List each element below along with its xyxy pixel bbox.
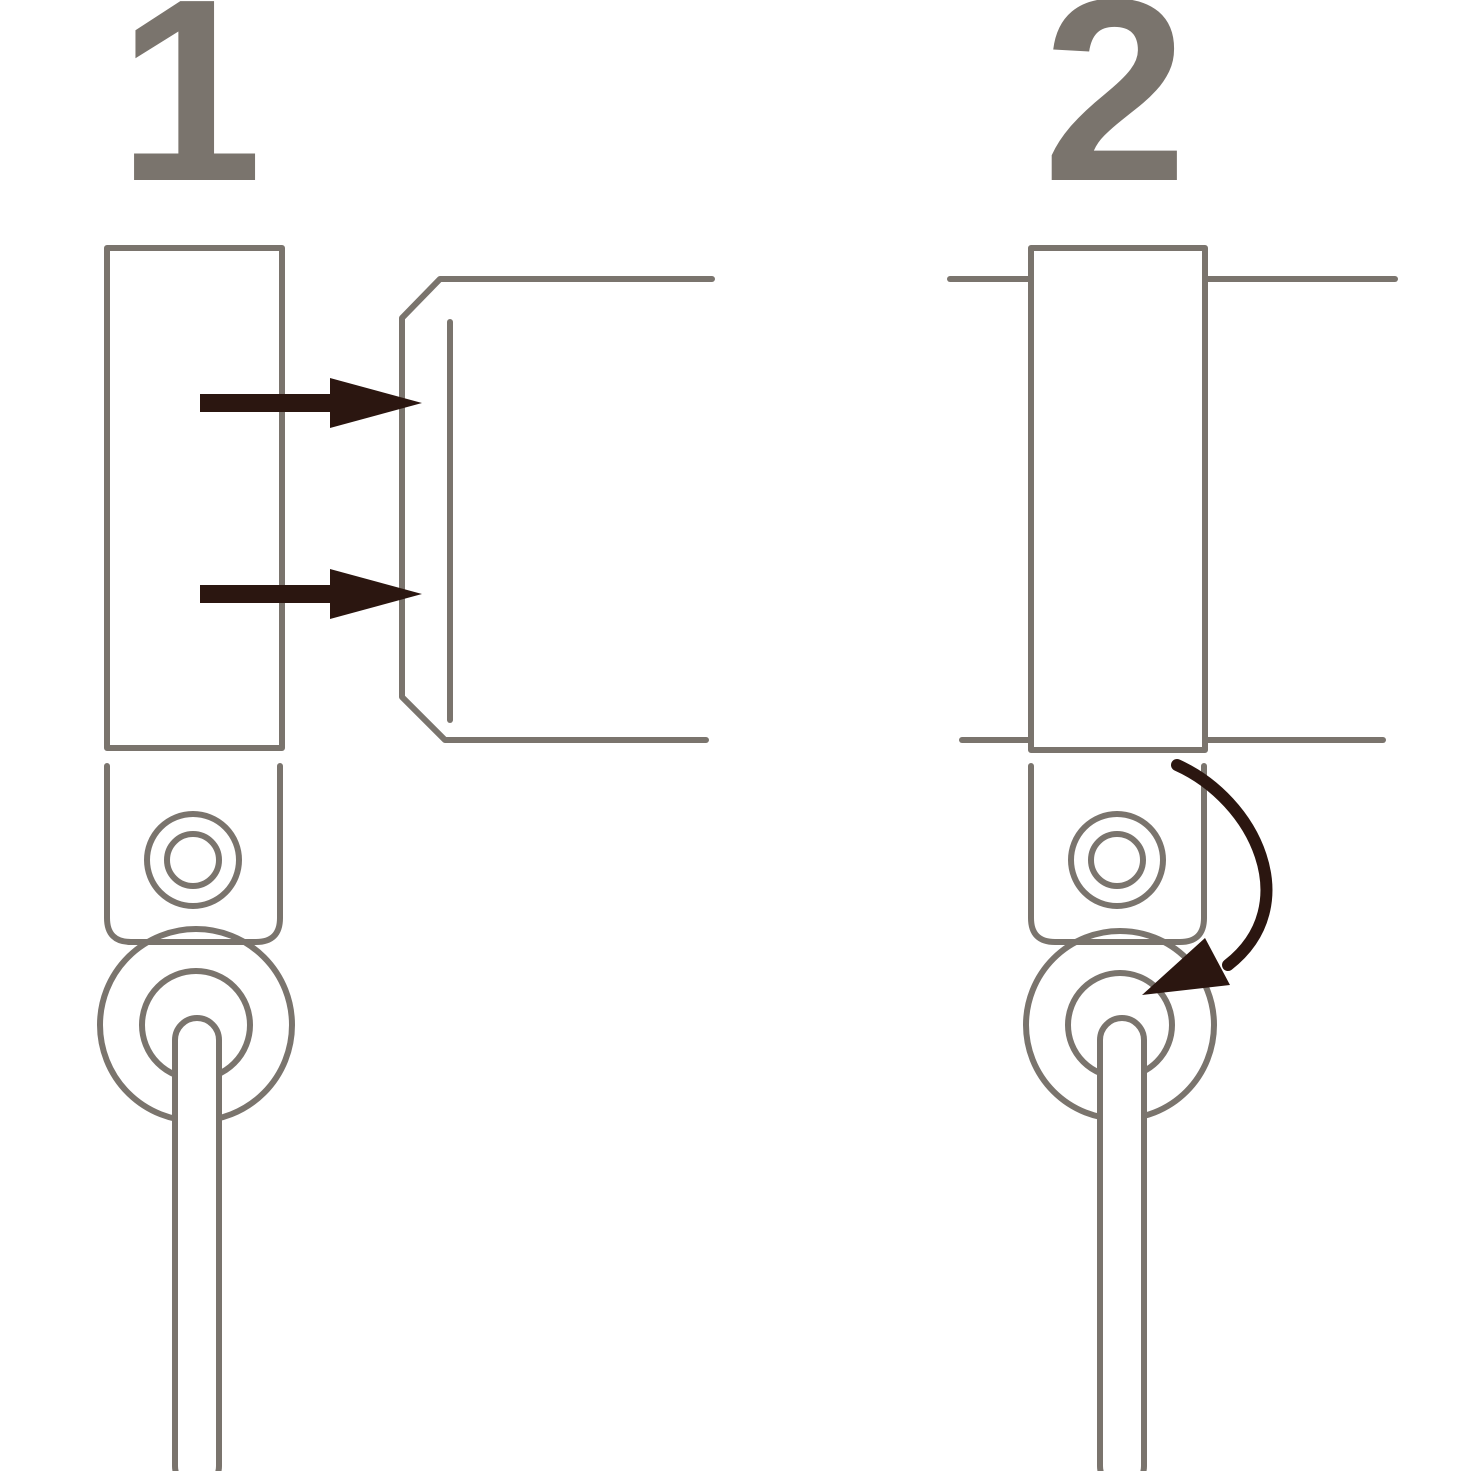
push-arrow-upper-head — [330, 378, 422, 428]
hanger-hook — [1097, 1015, 1147, 1471]
bracket-rivet-outer — [144, 811, 242, 909]
rotate-arrow-head — [1142, 938, 1230, 995]
runner-bracket — [1028, 763, 1207, 945]
track-outline — [399, 276, 715, 743]
runner-bracket — [104, 763, 283, 945]
push-arrow-lower-head — [330, 569, 422, 619]
bracket-rivet-inner — [1088, 831, 1146, 889]
step-2-runner — [1023, 245, 1217, 1471]
bracket-rivet-outer — [1068, 811, 1166, 909]
step-1-number: 1 — [118, 0, 263, 236]
push-arrow-icon — [200, 378, 422, 619]
step-2-number: 2 — [1043, 0, 1188, 236]
runner-glider — [104, 245, 285, 751]
step-2-track — [947, 276, 1398, 743]
bracket-rivet-inner — [164, 831, 222, 889]
step-1-panel: 1 — [97, 0, 715, 1471]
runner-glider — [1028, 245, 1208, 753]
step-2-panel: 2 — [947, 0, 1398, 1471]
step-1-track — [399, 276, 715, 743]
hanger-hook — [172, 1015, 222, 1471]
rotate-arrow-arc — [1171, 759, 1273, 971]
step-1-runner — [97, 245, 295, 1471]
rotate-arrow-icon — [1142, 759, 1273, 995]
